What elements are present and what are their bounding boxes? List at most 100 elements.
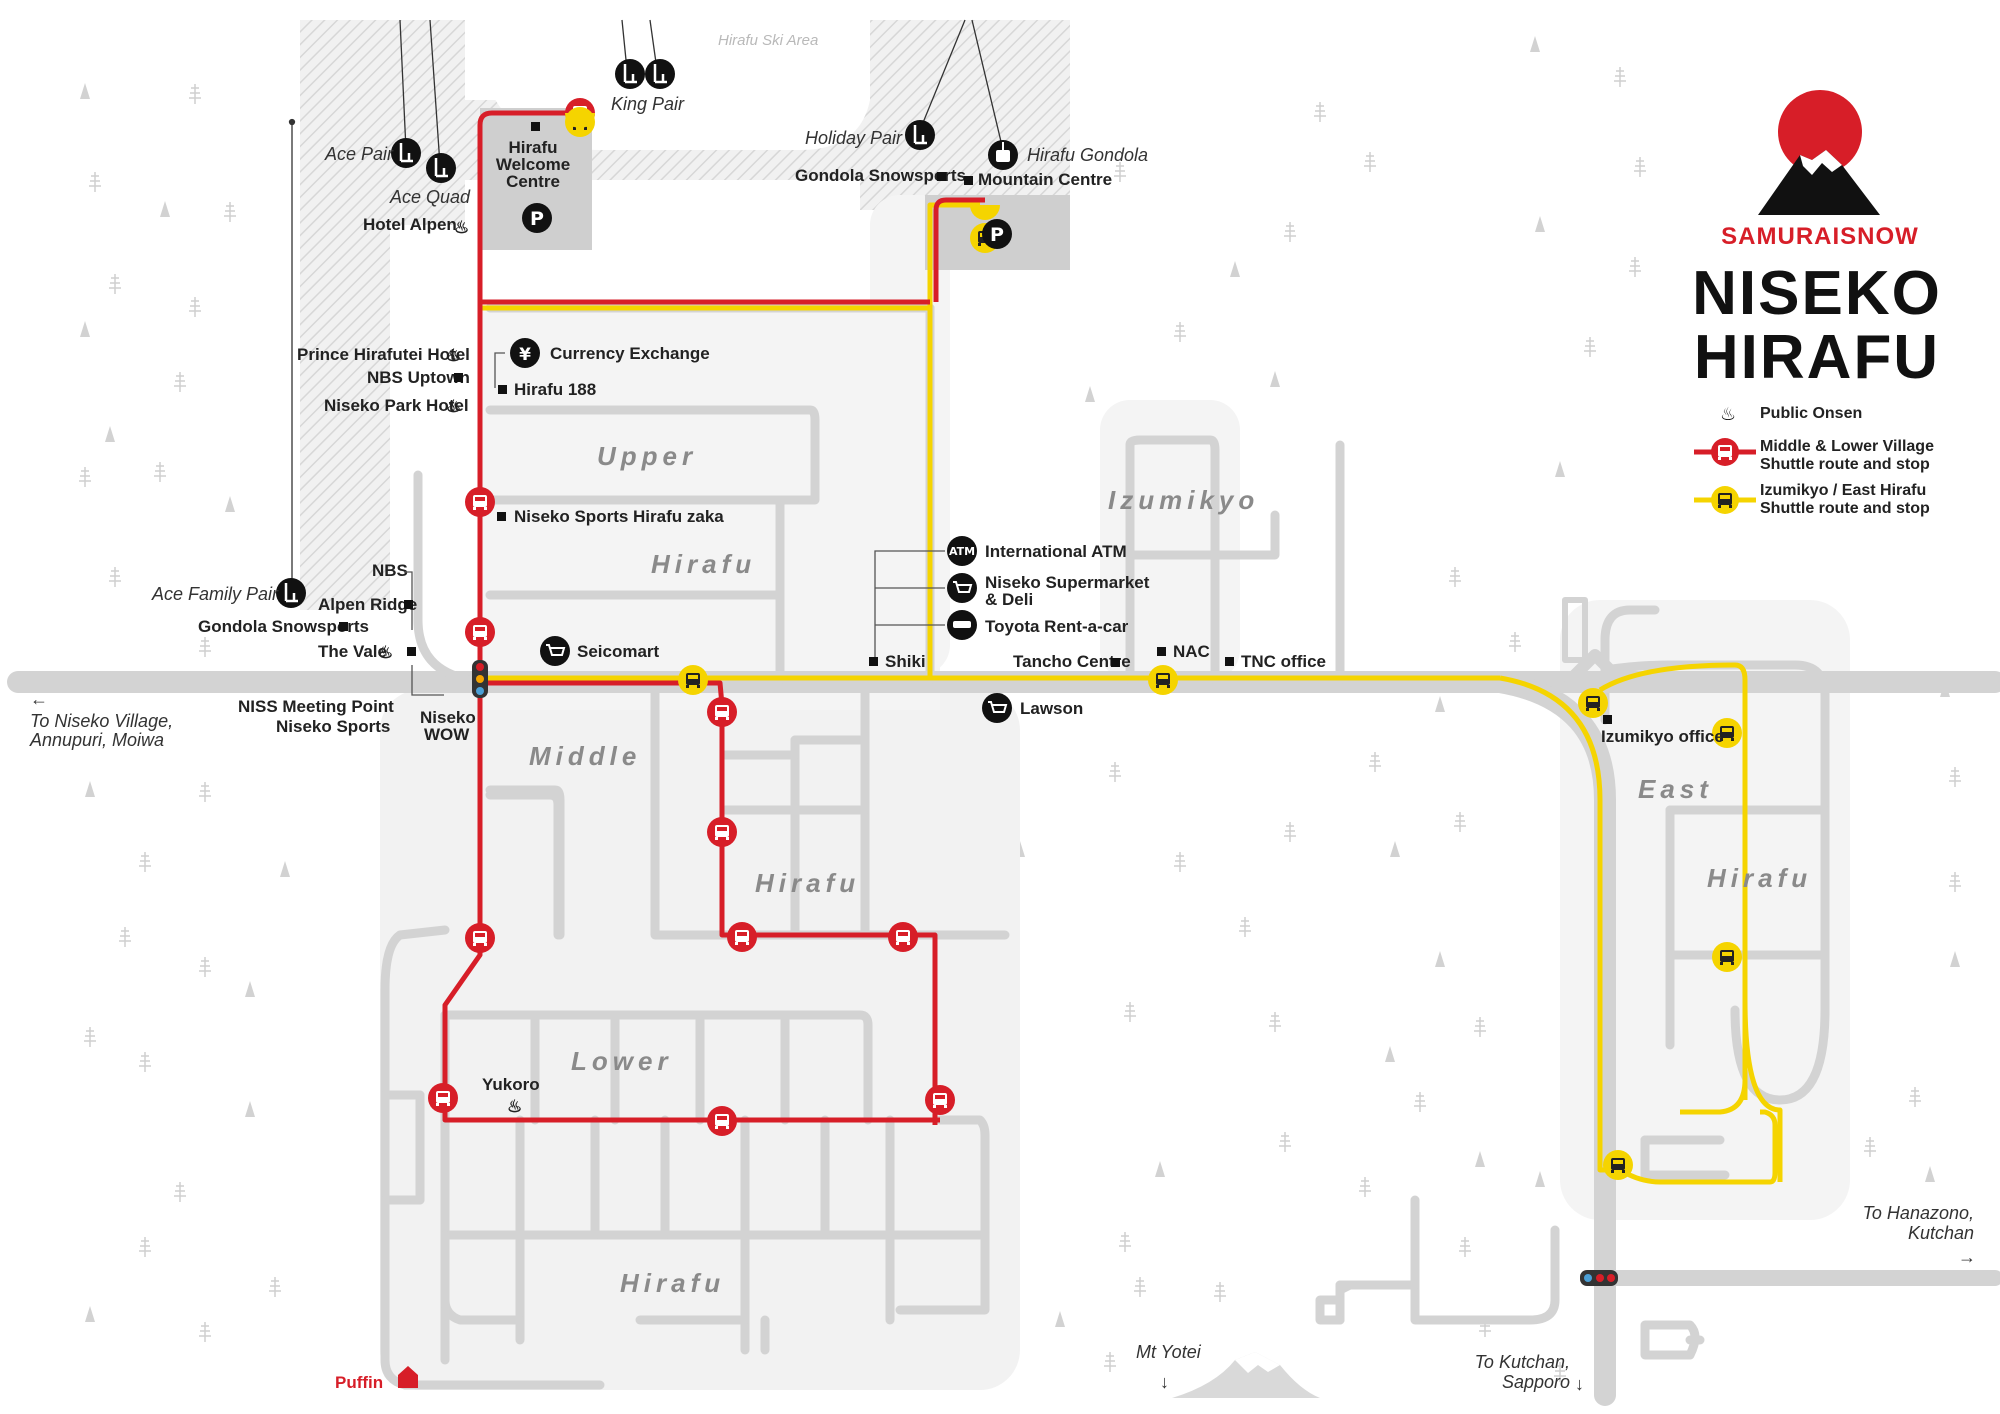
district-upper: Upper [597, 441, 697, 471]
mt-yotei-mountain-icon [1172, 1352, 1320, 1398]
ace-family-pair-label: Ace Family Pair [151, 584, 279, 604]
tree-icon [245, 1101, 255, 1117]
gondola-snowsports-top-label: Gondola Snowsports [795, 166, 966, 185]
legend: ♨ Public Onsen Middle & Lower Village Sh… [1694, 404, 1934, 517]
yellow-shuttle-route [482, 202, 1783, 1185]
tree-icon [1113, 161, 1127, 183]
toyota-rent-label: Toyota Rent-a-car [985, 617, 1129, 636]
izumikyo-office-label: Izumikyo office [1601, 727, 1724, 746]
hirafu-gondola-label: Hirafu Gondola [1027, 145, 1148, 165]
tree-icon [1948, 871, 1962, 893]
shopping-cart-icon-lawson [982, 693, 1012, 723]
tree-icon [1118, 1231, 1132, 1253]
yellow-shuttle-stops [565, 107, 1742, 1180]
nbs-label: NBS [372, 561, 408, 580]
tree-icon [1103, 1351, 1117, 1373]
alpen-ridge-label: Alpen Ridge [318, 595, 417, 614]
ace-pair-label: Ace Pair [324, 144, 394, 164]
tree-icon [153, 461, 167, 483]
gondola-snowsports-label: Gondola Snowsports [198, 617, 369, 636]
tree-icon [1268, 1011, 1282, 1033]
tree-icon [1475, 1151, 1485, 1167]
parking-icon-gondola [982, 219, 1012, 249]
map-title-line2: HIRAFU [1694, 323, 1940, 392]
tree-icon [1458, 1236, 1472, 1258]
ace-quad-label: Ace Quad [389, 187, 471, 207]
tree-icon [88, 171, 102, 193]
mountain-centre-label: Mountain Centre [978, 170, 1112, 189]
tree-icon [1453, 811, 1467, 833]
tree-icon [105, 426, 115, 442]
tree-icon [268, 1276, 282, 1298]
atm-glyph: ATM [949, 545, 975, 558]
brand-logo: SAMURAISNOW NISEKO HIRAFU [1692, 90, 1942, 392]
lawson-label: Lawson [1020, 699, 1083, 718]
tree-icon [280, 861, 290, 877]
king-pair-label: King Pair [611, 94, 685, 114]
tree-icon [1230, 261, 1240, 277]
legend-red-label-2: Shuttle route and stop [1760, 456, 1930, 473]
atm-icon [947, 536, 977, 566]
tree-icon [1948, 766, 1962, 788]
international-atm-label: International ATM [985, 542, 1127, 561]
tree-icon [138, 1051, 152, 1073]
tree-icon [1270, 371, 1280, 387]
tree-icon [1535, 216, 1545, 232]
tree-icon [1055, 1311, 1065, 1327]
hirafu-188-label: Hirafu 188 [514, 380, 596, 399]
to-niseko-village-label-2: Annupuri, Moiwa [29, 730, 164, 750]
onsen-icon-prince: ♨ [446, 346, 461, 365]
tree-icon [1925, 1166, 1935, 1182]
map-title-line1: NISEKO [1692, 259, 1942, 328]
tree-icon [138, 1236, 152, 1258]
shopping-cart-icon-seicomart [540, 636, 570, 666]
niseko-park-hotel-label: Niseko Park Hotel [324, 396, 469, 415]
niseko-sports-hirafu-zaka-label: Niseko Sports Hirafu zaka [514, 507, 724, 526]
tree-icon [85, 1306, 95, 1322]
tree-icon [1173, 851, 1187, 873]
tree-icon [173, 1181, 187, 1203]
to-niseko-village-label-1: To Niseko Village, [30, 711, 173, 731]
tree-icon [1628, 256, 1642, 278]
tree-icon [1555, 461, 1565, 477]
east-arrow: → [1958, 1247, 1976, 1267]
currency-exchange-label: Currency Exchange [550, 344, 710, 363]
ace-family-pair-lift-icon [274, 576, 308, 610]
tree-icon [1530, 36, 1540, 52]
to-kutchan-label-2: Sapporo [1502, 1372, 1570, 1392]
to-hanazono-label-1: To Hanazono, [1863, 1203, 1974, 1223]
tree-icon [1368, 751, 1382, 773]
nbs-uptown-label: NBS Uptown [367, 368, 470, 387]
yen-glyph: ¥ [519, 345, 531, 365]
nac-label: NAC [1173, 642, 1210, 661]
king-pair-lift-icon-1 [613, 57, 647, 91]
tree-icon [1278, 1131, 1292, 1153]
king-pair-lift-icon-2 [643, 57, 677, 91]
district-lower: Lower [571, 1046, 673, 1076]
west-arrow: ← [30, 689, 48, 709]
bus-stop-half-yellow [970, 205, 1000, 220]
parking-glyph-gondola: P [990, 224, 1004, 246]
lift-icons [274, 57, 1018, 610]
district-lower-hirafu: Hirafu [620, 1268, 725, 1298]
tree-icon [223, 201, 237, 223]
tree-icon [188, 83, 202, 105]
gondola-parking: P [982, 219, 1012, 249]
onsen-icon-hotel-alpen: ♨ [454, 218, 469, 237]
tree-icon [198, 781, 212, 803]
tree-icon [1435, 696, 1445, 712]
welcome-centre: Hirafu Welcome Centre P [496, 122, 570, 233]
tree-icon [1633, 156, 1647, 178]
mt-yotei-label: Mt Yotei [1136, 1342, 1202, 1362]
holiday-pair-lift-icon [903, 118, 937, 152]
tree-icon [1283, 221, 1297, 243]
gondola-icon [988, 140, 1018, 170]
tree-icon [138, 851, 152, 873]
rising-sun-icon [1778, 90, 1862, 174]
district-middle-hirafu: Hirafu [755, 868, 860, 898]
tree-icon [225, 496, 235, 512]
tree-icon [85, 781, 95, 797]
welcome-centre-label-2: Welcome [496, 155, 570, 174]
tree-icon [188, 296, 202, 318]
tree-icon [1133, 1276, 1147, 1298]
